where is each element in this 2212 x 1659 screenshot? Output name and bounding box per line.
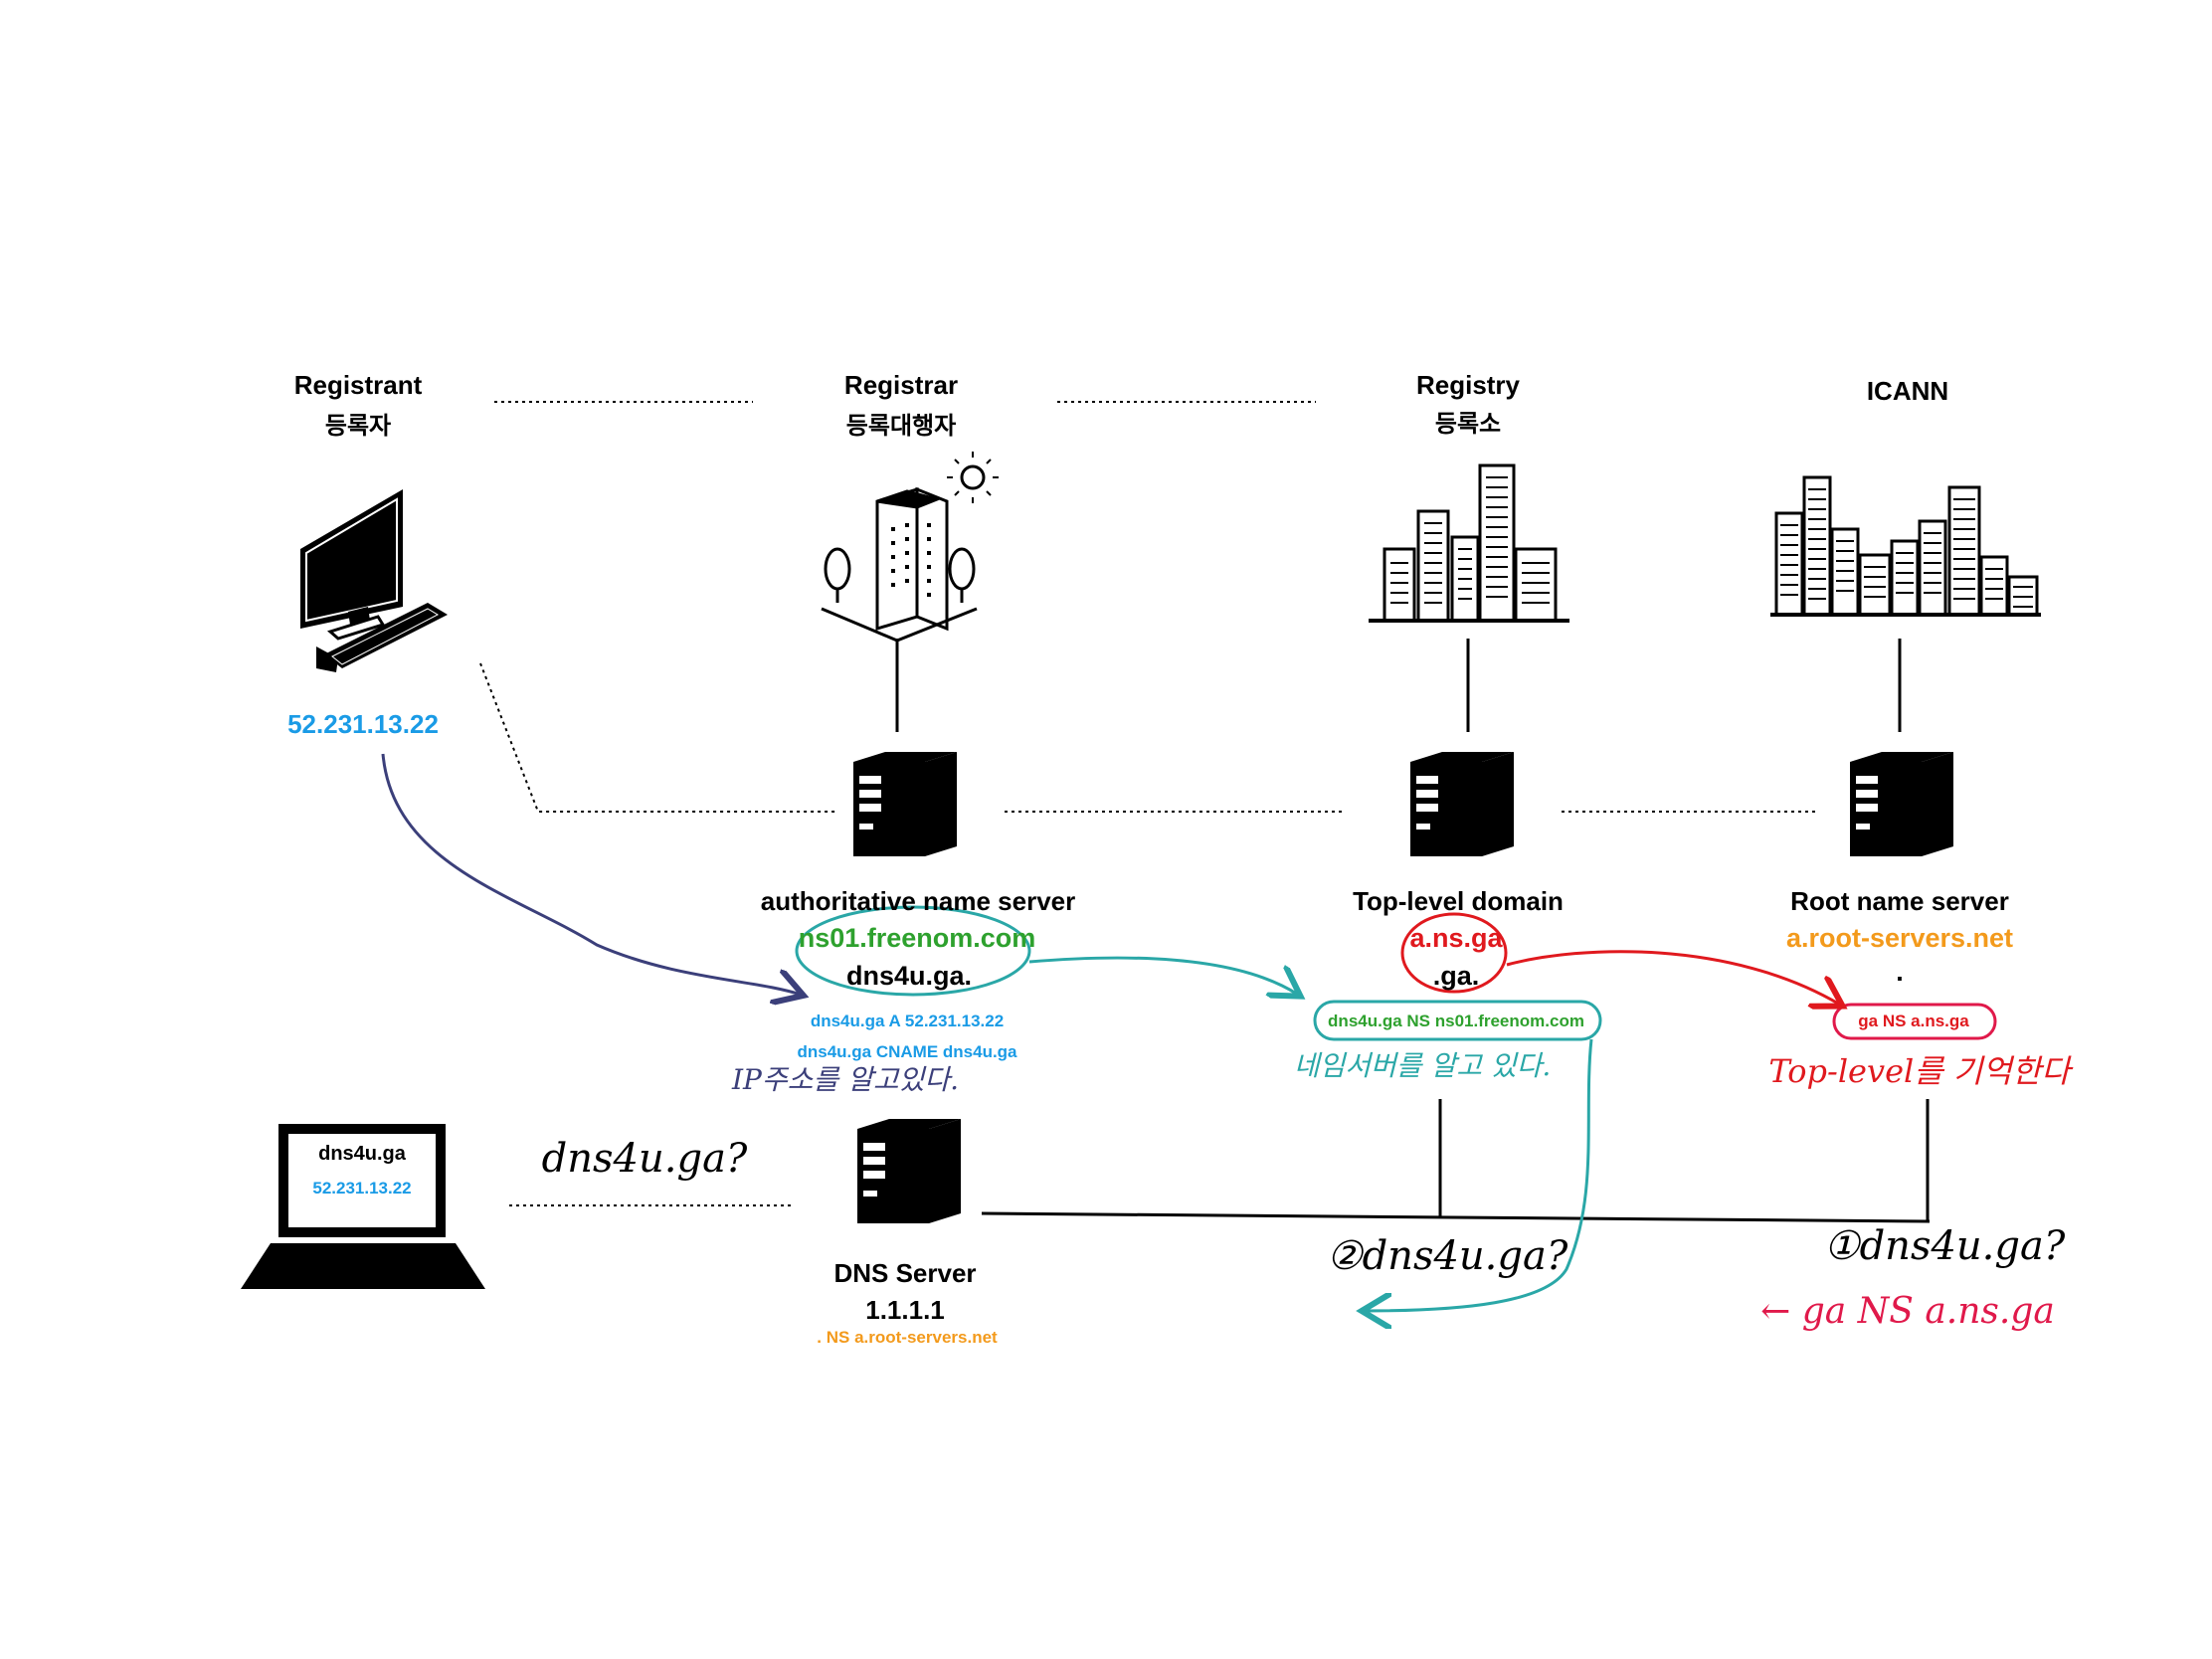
registry-title-ko: 등록소	[1434, 411, 1502, 438]
dns-server-ip: 1.1.1.1	[865, 1295, 945, 1325]
registrant-title-ko: 등록자	[324, 413, 392, 440]
query-line	[981, 1211, 1931, 1223]
dns-root-hint: . NS a.root-servers.net	[817, 1328, 998, 1347]
ns-highlight-ellipse	[795, 905, 1031, 997]
step1-query: ①dns4u.ga?	[1823, 1223, 2066, 1269]
root-note: Top-level를 기억한다	[1768, 1052, 2071, 1090]
authoritative-ns: ns01.freenom.com	[798, 923, 1036, 953]
step2-query: ②dns4u.ga?	[1326, 1233, 1568, 1279]
root-record-highlight	[1832, 1003, 1997, 1040]
authoritative-cname-record: dns4u.ga CNAME dns4u.ga	[797, 1042, 1017, 1061]
tld-delegation-arrow	[1506, 950, 1840, 1005]
desktop-computer-icon	[300, 489, 448, 672]
tld-server-icon	[1410, 752, 1514, 856]
tld-record-highlight	[1313, 1000, 1602, 1041]
authoritative-note: IP주소를 알고있다.	[731, 1063, 960, 1096]
registry-title: Registry	[1415, 370, 1521, 400]
tld-note: 네임서버를 알고 있다.	[1293, 1049, 1552, 1082]
registrar-title-ko: 등록대행자	[845, 413, 957, 440]
tld-server-title: Top-level domain	[1353, 886, 1564, 916]
dotted-connector	[479, 662, 837, 813]
authoritative-server-title: authoritative name server	[760, 886, 1076, 916]
client-query: dns4u.ga?	[541, 1136, 748, 1182]
tld-ns-record: dns4u.ga NS ns01.freenom.com	[1328, 1012, 1584, 1030]
dns-server-icon	[857, 1119, 961, 1223]
registrant-ip-arrow	[381, 753, 801, 995]
icann-skyline-icon	[1770, 475, 2041, 617]
step2-arrow	[1365, 1038, 1593, 1311]
registrant-title: Registrant	[293, 370, 423, 400]
root-server-title: Root name server	[1790, 886, 2009, 916]
root-server-icon	[1850, 752, 1953, 856]
authoritative-server-icon	[853, 752, 957, 856]
tld-zone: .ga.	[1432, 961, 1480, 991]
icann-title: ICANN	[1866, 376, 1949, 406]
registrar-title: Registrar	[843, 370, 959, 400]
laptop-icon	[241, 1124, 485, 1289]
dns-server-title: DNS Server	[833, 1258, 977, 1288]
authoritative-zone: dns4u.ga.	[845, 961, 973, 991]
registrant-ip: 52.231.13.22	[287, 709, 439, 739]
registry-skyline-icon	[1369, 463, 1569, 623]
root-ns: a.root-servers.net	[1785, 923, 2014, 953]
authoritative-a-record: dns4u.ga A 52.231.13.22	[810, 1012, 1005, 1030]
laptop-ip: 52.231.13.22	[312, 1179, 412, 1198]
root-ns-record: ga NS a.ns.ga	[1858, 1012, 1969, 1030]
ns-delegation-arrow	[1028, 956, 1298, 995]
step1-reply: ← ga NS a.ns.ga	[1760, 1291, 2055, 1332]
tld-ns: a.ns.ga	[1409, 923, 1503, 953]
root-zone: .	[1896, 957, 1904, 987]
registrar-building-icon	[821, 452, 999, 643]
tld-ns-highlight-ellipse	[1400, 912, 1508, 994]
laptop-domain: dns4u.ga	[318, 1143, 406, 1165]
